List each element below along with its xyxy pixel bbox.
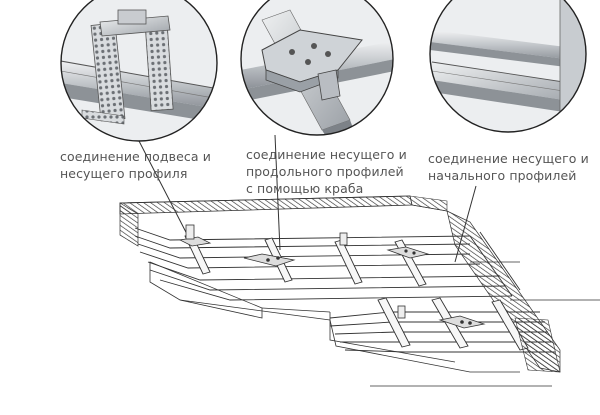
board-edge-left (149, 261, 263, 319)
hangers (185, 224, 406, 319)
detail-circle-start (429, 0, 587, 133)
lower-right-hatch (514, 317, 561, 373)
detail-circle-hanger (60, 0, 218, 142)
caption-start-line-2: начального профилей (428, 168, 577, 183)
leader-line-hanger (138, 140, 191, 241)
caption-hanger-line-1: соединение подвеса и (60, 149, 211, 164)
back-wall-hatch (119, 195, 413, 215)
caption-start-line-1: соединение несущего и (428, 151, 589, 166)
caption-start-joint: соединение несущего и начального профиле… (428, 150, 589, 184)
caption-crab-line-1: соединение несущего и (246, 147, 407, 162)
caption-crab-joint: соединение несущего и продольного профил… (246, 146, 407, 197)
caption-crab-line-3: с помощью краба (246, 181, 364, 196)
crab-holes (266, 249, 472, 325)
bearing-profiles (134, 227, 513, 301)
caption-hanger-joint: соединение подвеса и несущего профиля (60, 148, 211, 182)
caption-crab-line-2: продольного профилей (246, 164, 404, 179)
crab-connectors (178, 236, 486, 329)
detail-circle-crab (240, 0, 394, 136)
caption-hanger-line-2: несущего профиля (60, 166, 188, 181)
left-wall-hatch (119, 202, 139, 247)
leader-line-crab (274, 134, 281, 251)
ceiling-frame (119, 195, 600, 387)
